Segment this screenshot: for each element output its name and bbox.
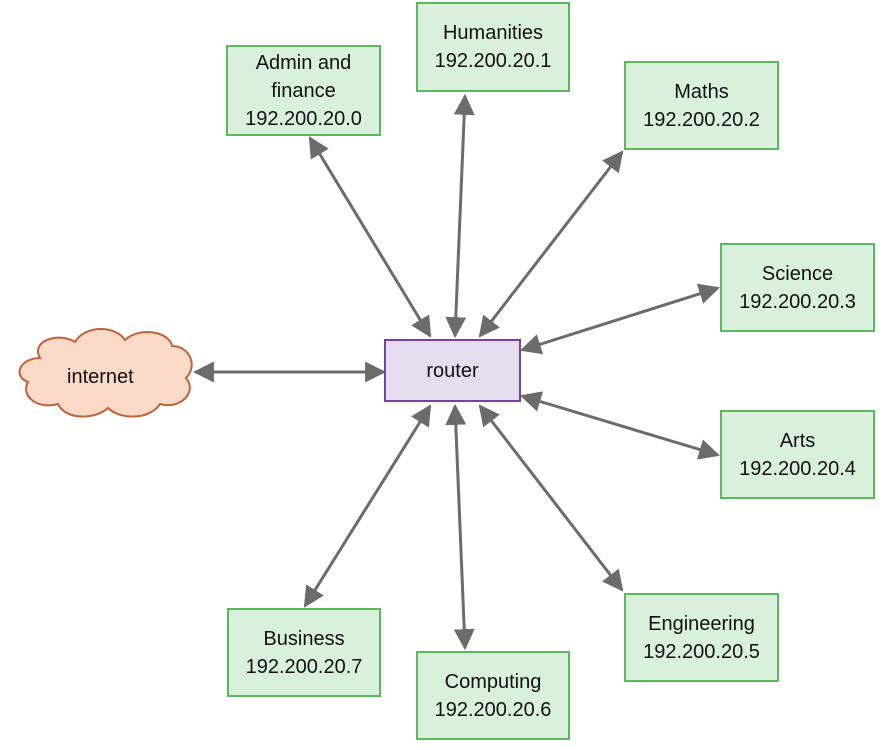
- node-engineering-name: Engineering: [648, 612, 755, 635]
- router-node: router: [384, 339, 521, 402]
- link-business-router: [303, 404, 432, 608]
- node-engineering: Engineering 192.200.20.5: [624, 593, 779, 682]
- router-label: router: [426, 359, 479, 382]
- link-science-router: [519, 283, 721, 355]
- node-computing-ip: 192.200.20.6: [434, 698, 552, 721]
- node-arts-name: Arts: [779, 429, 816, 452]
- node-humanities: Humanities 192.200.20.1: [416, 2, 570, 92]
- node-science-name: Science: [761, 262, 834, 285]
- node-business-name: Business: [263, 627, 345, 650]
- node-engineering-ip: 192.200.20.5: [643, 640, 760, 663]
- node-science-ip: 192.200.20.3: [739, 290, 856, 313]
- link-computing-router: [445, 403, 475, 651]
- link-maths-router: [478, 150, 624, 338]
- internet-label: internet: [67, 366, 134, 388]
- node-maths: Maths 192.200.20.2: [624, 61, 779, 150]
- internet-cloud-icon: [18, 328, 193, 418]
- node-admin-name-line1: Admin and: [255, 51, 352, 74]
- node-admin-finance: Admin and finance 192.200.20.0: [226, 45, 381, 136]
- node-maths-ip: 192.200.20.2: [643, 108, 760, 131]
- node-science: Science 192.200.20.3: [720, 243, 875, 332]
- link-admin-router: [308, 136, 432, 338]
- node-admin-name-line2: finance: [271, 79, 336, 102]
- node-arts-ip: 192.200.20.4: [739, 457, 856, 480]
- node-computing: Computing 192.200.20.6: [416, 651, 570, 740]
- node-maths-name: Maths: [674, 80, 729, 103]
- link-arts-router: [519, 391, 721, 460]
- node-humanities-name: Humanities: [442, 22, 544, 44]
- link-humanities-router: [445, 93, 475, 339]
- node-business-ip: 192.200.20.7: [245, 655, 363, 678]
- link-engineering-router: [478, 404, 624, 592]
- node-computing-name: Computing: [444, 670, 542, 693]
- node-arts: Arts 192.200.20.4: [720, 410, 875, 499]
- node-admin-ip: 192.200.20.0: [245, 107, 362, 130]
- node-humanities-ip: 192.200.20.1: [434, 50, 552, 72]
- node-business: Business 192.200.20.7: [227, 608, 381, 697]
